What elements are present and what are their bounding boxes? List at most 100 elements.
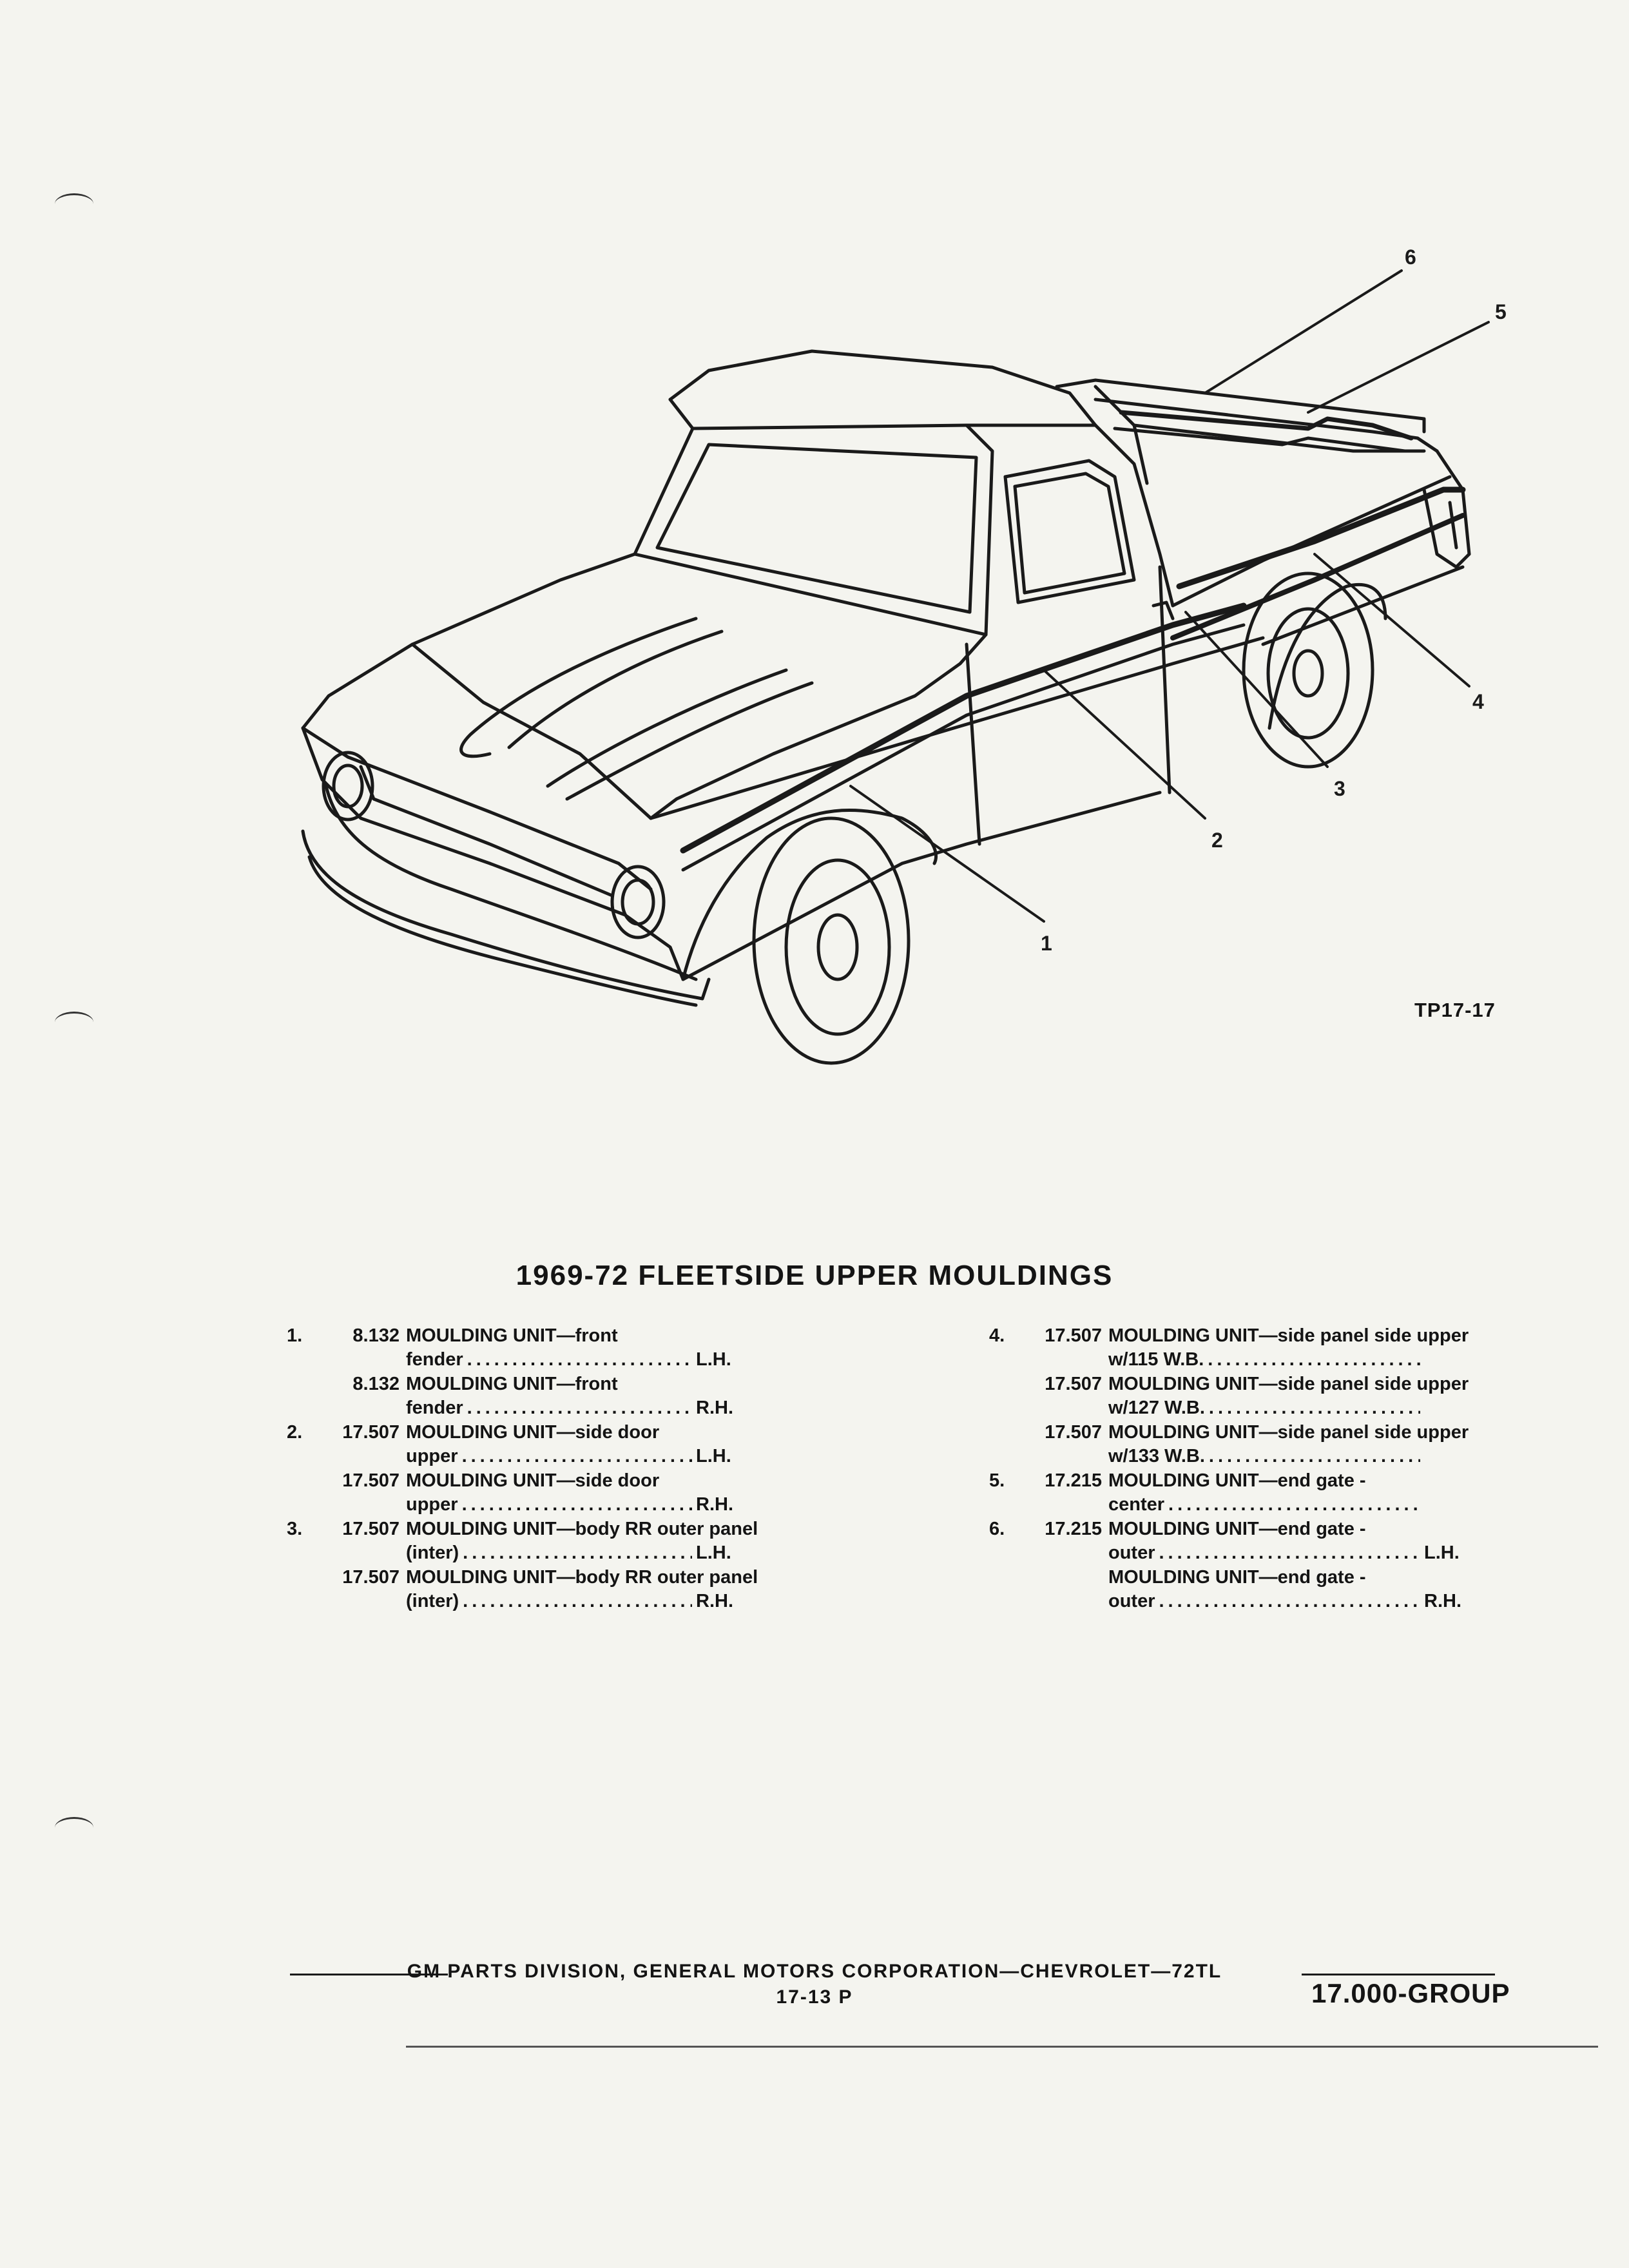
- callout-2: 2: [1211, 829, 1223, 852]
- part-qualifier: upper: [406, 1494, 458, 1515]
- parts-entry: 5. 17.215 MOULDING UNIT—end gate - center..…: [989, 1469, 1543, 1517]
- part-qualifier: w/133 W.B.: [1108, 1446, 1205, 1466]
- part-description-line2: w/115 W.B...............................…: [1108, 1348, 1463, 1372]
- part-qualifier: fender: [406, 1349, 463, 1370]
- leader-dots: ........................................…: [1208, 1398, 1420, 1418]
- part-description-line2: w/133 W.B...............................…: [1108, 1445, 1463, 1468]
- part-side: L.H.: [1424, 1542, 1460, 1563]
- callout-1: 1: [1041, 932, 1052, 955]
- part-side: L.H.: [696, 1446, 731, 1466]
- part-qualifier: center: [1108, 1494, 1165, 1515]
- margin-mark: [55, 1817, 93, 1838]
- part-code: 8.132: [352, 1374, 400, 1394]
- leader-dots: ........................................…: [1159, 1591, 1421, 1611]
- margin-mark: [55, 1012, 93, 1033]
- part-description: MOULDING UNIT—side panel side upper: [1108, 1374, 1469, 1394]
- leader-dots: ........................................…: [1208, 1349, 1420, 1370]
- leader-dots: ........................................…: [1159, 1542, 1421, 1563]
- part-side: L.H.: [696, 1542, 731, 1563]
- part-code: 17.215: [1045, 1470, 1102, 1491]
- part-code: 8.132: [352, 1325, 400, 1346]
- part-code: 17.507: [342, 1519, 400, 1539]
- truck-illustration: 1 2 3 4 5 6: [301, 245, 1507, 1065]
- item-number: 2.: [287, 1422, 303, 1443]
- part-description: MOULDING UNIT—body RR outer panel: [406, 1567, 758, 1588]
- leader-dots: ........................................…: [463, 1542, 692, 1563]
- footer-group: 17.000-GROUP: [1311, 1978, 1510, 2008]
- item-number: 5.: [989, 1470, 1005, 1491]
- margin-mark: [55, 193, 93, 215]
- footer-rule-right: [1302, 1974, 1495, 1975]
- part-description-line2: outer...................................…: [1108, 1541, 1463, 1565]
- part-description-line2: upper...................................…: [406, 1493, 735, 1517]
- part-description: MOULDING UNIT—front: [406, 1374, 618, 1394]
- parts-entry: 4. 17.507 MOULDING UNIT—side panel side up…: [989, 1324, 1543, 1372]
- part-description: MOULDING UNIT—front: [406, 1325, 618, 1346]
- leader-dots: ........................................…: [1208, 1446, 1420, 1466]
- part-code: 17.507: [342, 1470, 400, 1491]
- item-number: 1.: [287, 1325, 303, 1346]
- leader-dots: ........................................…: [467, 1398, 692, 1418]
- part-description: MOULDING UNIT—side door: [406, 1470, 660, 1491]
- part-code: 17.215: [1045, 1519, 1102, 1539]
- part-side: R.H.: [696, 1494, 733, 1515]
- leader-dots: ........................................…: [463, 1591, 692, 1611]
- part-description: MOULDING UNIT—end gate -: [1108, 1567, 1366, 1588]
- leader-dots: ........................................…: [467, 1349, 692, 1370]
- part-description: MOULDING UNIT—side panel side upper: [1108, 1422, 1469, 1443]
- part-qualifier: (inter): [406, 1542, 459, 1563]
- part-qualifier: outer: [1108, 1591, 1155, 1611]
- part-description: MOULDING UNIT—body RR outer panel: [406, 1519, 758, 1539]
- part-description-line2: (inter).................................…: [406, 1541, 735, 1565]
- parts-entry: 17.507 MOULDING UNIT—side panel side uppe…: [989, 1372, 1543, 1420]
- part-side: L.H.: [696, 1349, 731, 1370]
- callout-3: 3: [1334, 777, 1345, 800]
- part-description: MOULDING UNIT—end gate -: [1108, 1470, 1366, 1491]
- part-code: 17.507: [342, 1567, 400, 1588]
- part-description-line2: w/127 W.B...............................…: [1108, 1396, 1463, 1420]
- leader-dots: ........................................…: [1168, 1494, 1420, 1515]
- part-code: 17.507: [1045, 1325, 1102, 1346]
- callout-5: 5: [1495, 300, 1507, 323]
- part-description-line2: fender..................................…: [406, 1396, 735, 1420]
- part-description: MOULDING UNIT—side panel side upper: [1108, 1325, 1469, 1346]
- part-description-line2: outer...................................…: [1108, 1590, 1463, 1613]
- figure-code: TP17-17: [1414, 999, 1496, 1021]
- part-description: MOULDING UNIT—end gate -: [1108, 1519, 1366, 1539]
- part-description-line2: fender..................................…: [406, 1348, 735, 1372]
- leader-dots: ........................................…: [461, 1446, 692, 1466]
- part-qualifier: w/115 W.B.: [1108, 1349, 1204, 1370]
- leader-dots: ........................................…: [461, 1494, 692, 1515]
- parts-entry: MOULDING UNIT—end gate -outer...........…: [989, 1566, 1543, 1613]
- part-qualifier: (inter): [406, 1591, 459, 1611]
- item-number: 4.: [989, 1325, 1005, 1346]
- footer-page-number: 17-13 P: [776, 1986, 853, 2008]
- page-title: 1969-72 FLEETSIDE UPPER MOULDINGS: [516, 1260, 1113, 1291]
- item-number: 6.: [989, 1519, 1005, 1539]
- callout-6: 6: [1405, 245, 1416, 269]
- item-number: 3.: [287, 1519, 303, 1539]
- part-qualifier: w/127 W.B.: [1108, 1398, 1205, 1418]
- part-side: R.H.: [1424, 1591, 1461, 1611]
- footer-rule-left: [290, 1974, 448, 1975]
- part-qualifier: fender: [406, 1398, 463, 1418]
- part-description-line2: upper...................................…: [406, 1445, 735, 1468]
- callout-4: 4: [1472, 690, 1484, 713]
- parts-entry: 3. 17.507 MOULDING UNIT—body RR outer pane…: [287, 1517, 815, 1565]
- footer-division: GM PARTS DIVISION, GENERAL MOTORS CORPOR…: [407, 1961, 1222, 1982]
- part-side: R.H.: [696, 1398, 733, 1418]
- part-description: MOULDING UNIT—side door: [406, 1422, 660, 1443]
- part-description-line2: (inter).................................…: [406, 1590, 735, 1613]
- bottom-rule: [406, 2046, 1598, 2048]
- part-code: 17.507: [1045, 1374, 1102, 1394]
- part-qualifier: outer: [1108, 1542, 1155, 1563]
